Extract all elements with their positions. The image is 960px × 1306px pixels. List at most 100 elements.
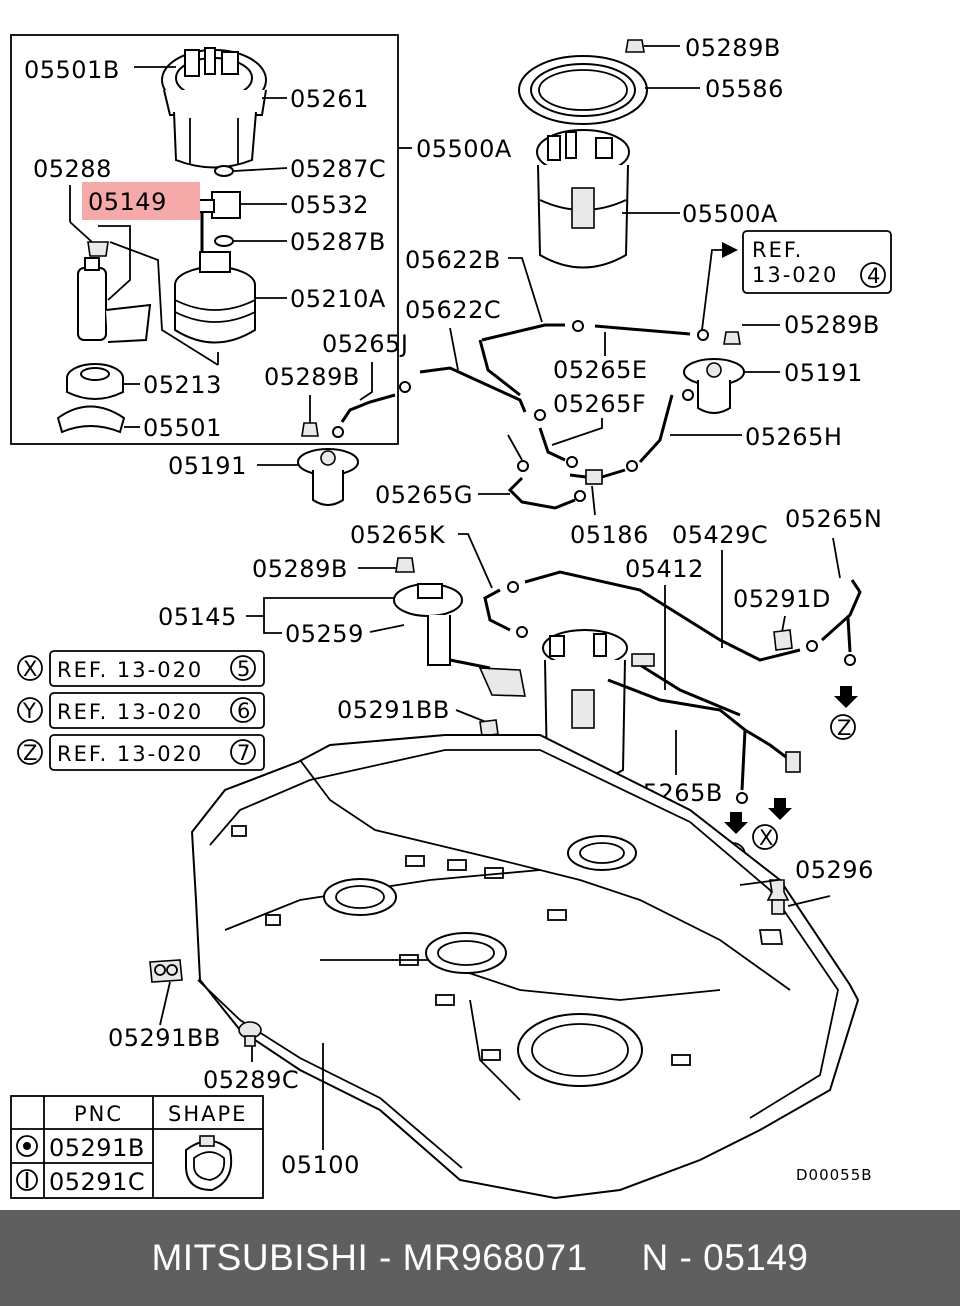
label-05289B-mid: 05289B [252, 555, 348, 583]
svg-text:REF. 13-020: REF. 13-020 [57, 658, 203, 682]
label-05586: 05586 [705, 75, 784, 103]
label-05289B-left: 05289B [264, 363, 360, 391]
hose-05265N [821, 579, 862, 642]
label-05289B-right: 05289B [784, 311, 880, 339]
label-05622B: 05622B [405, 246, 501, 274]
tube-05412-line [631, 658, 741, 717]
label-05500A: 05500A [682, 200, 778, 228]
diagram-code: D00055B [796, 1166, 873, 1184]
fuel-pump-05149 [77, 257, 152, 343]
filter-housing-05210A [174, 251, 256, 344]
o-ring-05287B [214, 235, 234, 247]
hose-05265F [538, 427, 566, 462]
label-05296: 05296 [795, 856, 874, 884]
diagram-canvas: 05501B 05261 05288 05287C 05149 05532 05… [10, 34, 892, 1200]
tank-opening-main [517, 1013, 643, 1087]
label-05191-right: 05191 [784, 359, 863, 387]
footer-part-number: MITSUBISHI - MR968071 N - 05149 [151, 1237, 809, 1278]
tank-opening-1 [323, 878, 397, 916]
arrow-x-label: X [759, 826, 775, 850]
pump-flange-05261 [161, 47, 267, 169]
retainer-05501 [56, 405, 126, 434]
hose-clamp-icon [185, 1135, 233, 1192]
clip-05291BB-mid [479, 719, 499, 737]
bolt-05289B-left [301, 422, 319, 437]
label-05265K: 05265K [350, 521, 446, 549]
label-05145: 05145 [158, 603, 237, 631]
ref-box-4 [742, 230, 892, 294]
plug-05296 [766, 879, 790, 915]
label-05210A: 05210A [290, 285, 386, 313]
hose-05265H [638, 394, 674, 464]
label-05291BB-low: 05291BB [108, 1024, 221, 1052]
fuel-tank-05100 [190, 734, 860, 1200]
label-05501: 05501 [143, 414, 222, 442]
clip-05291D [773, 629, 793, 651]
label-05289B-top: 05289B [685, 34, 781, 62]
svg-text:Y: Y [22, 699, 38, 723]
footer-bar: MITSUBISHI - MR968071 N - 05149 [0, 1210, 960, 1306]
arrow-z-label: Z [837, 716, 853, 740]
label-05213: 05213 [143, 371, 222, 399]
sender-unit-05145 [393, 583, 526, 697]
svg-text:X: X [23, 657, 39, 681]
label-05622C: 05622C [405, 296, 501, 324]
connector-05265B [785, 751, 801, 773]
legend-row1-pnc: 05291B [49, 1134, 145, 1162]
label-05259: 05259 [285, 620, 364, 648]
label-05287B: 05287B [290, 228, 386, 256]
hose-05265E [594, 324, 691, 336]
legend-symbol-dot-icon [16, 1135, 38, 1157]
legend-row2-pnc: 05291C [49, 1168, 145, 1196]
tube-05622B-lower [478, 339, 521, 397]
label-05265G: 05265G [375, 481, 473, 509]
ref4-arrow [722, 242, 738, 258]
arrow-x-icon [768, 798, 792, 820]
bolt-05289B-right [723, 331, 741, 345]
ref4-line2: 13-020 [752, 263, 838, 287]
label-05149: 05149 [88, 188, 167, 216]
legend-col-shape: SHAPE [168, 1102, 247, 1126]
bolt-05289B-mid [395, 557, 415, 573]
lock-ring-05586 [518, 55, 648, 125]
bolt-05289B-top [625, 39, 645, 53]
tube-05622B [481, 323, 565, 342]
label-05287C: 05287C [290, 155, 386, 183]
label-05186: 05186 [570, 521, 649, 549]
ref4-line1: REF. [752, 238, 803, 262]
flange-05191-right [683, 358, 745, 414]
connector-05412 [631, 653, 655, 667]
label-05500A-box: 05500A [416, 135, 512, 163]
label-05291D: 05291D [733, 585, 831, 613]
label-05265E: 05265E [553, 356, 648, 384]
ref-box-x: X REF. 13-020 5 [17, 650, 265, 687]
label-05291BB-mid: 05291BB [337, 696, 450, 724]
fuel-pump-assembly-box [10, 34, 399, 445]
ref4-circle [860, 262, 886, 288]
label-05100: 05100 [281, 1151, 360, 1179]
svg-text:7: 7 [237, 741, 252, 765]
label-05532: 05532 [290, 191, 369, 219]
label-05265F: 05265F [553, 390, 646, 418]
tube-05622C [419, 366, 527, 413]
arrow-y-icon [724, 812, 748, 834]
valve-05186 [569, 468, 626, 485]
svg-text:5: 5 [237, 657, 252, 681]
clip-05291BB-low [149, 959, 183, 983]
label-05191-left: 05191 [168, 452, 247, 480]
bracket-05213 [66, 363, 124, 400]
hose-05265J [340, 393, 396, 423]
label-05289C: 05289C [203, 1066, 299, 1094]
ref-box-y: Y REF. 13-020 6 [17, 692, 265, 729]
label-05501B: 05501B [24, 56, 120, 84]
svg-text:6: 6 [237, 699, 252, 723]
label-05261: 05261 [290, 85, 369, 113]
legend-symbol-bar-icon [16, 1169, 38, 1191]
cap-05288 [87, 241, 109, 257]
pump-module-05500A [536, 129, 630, 269]
tank-opening-2 [567, 835, 637, 871]
svg-text:REF. 13-020: REF. 13-020 [57, 700, 203, 724]
label-05429C: 05429C [672, 521, 768, 549]
label-05265J: 05265J [322, 330, 408, 358]
